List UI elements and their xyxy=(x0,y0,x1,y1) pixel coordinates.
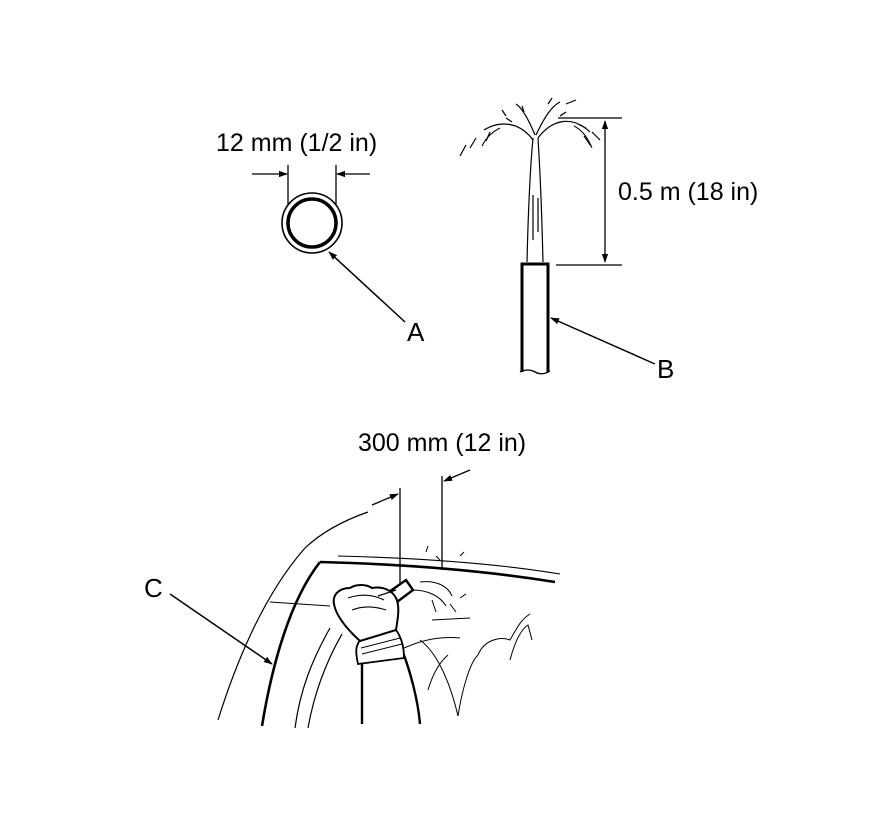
spray-distance-dimension xyxy=(371,469,471,600)
spray-height-dimension xyxy=(556,117,622,266)
hose-diameter-label: 12 mm (1/2 in) xyxy=(216,129,378,157)
callout-c: C xyxy=(144,573,163,603)
hand-with-nozzle xyxy=(332,578,422,725)
hose-diameter-dimension xyxy=(252,165,370,205)
hose-cross-section xyxy=(281,192,343,254)
leader-line-c xyxy=(169,593,273,665)
vehicle-body-lines xyxy=(217,511,561,729)
water-spray-column xyxy=(459,97,601,263)
leader-line-a xyxy=(328,251,406,323)
callout-b: B xyxy=(657,354,675,384)
spray-height-label: 0.5 m (18 in) xyxy=(618,178,759,206)
leader-line-b xyxy=(550,317,656,365)
hose-end-b xyxy=(519,262,551,375)
callout-a: A xyxy=(407,317,425,347)
spray-distance-label: 300 mm (12 in) xyxy=(358,429,527,457)
spray-splash xyxy=(411,545,467,613)
